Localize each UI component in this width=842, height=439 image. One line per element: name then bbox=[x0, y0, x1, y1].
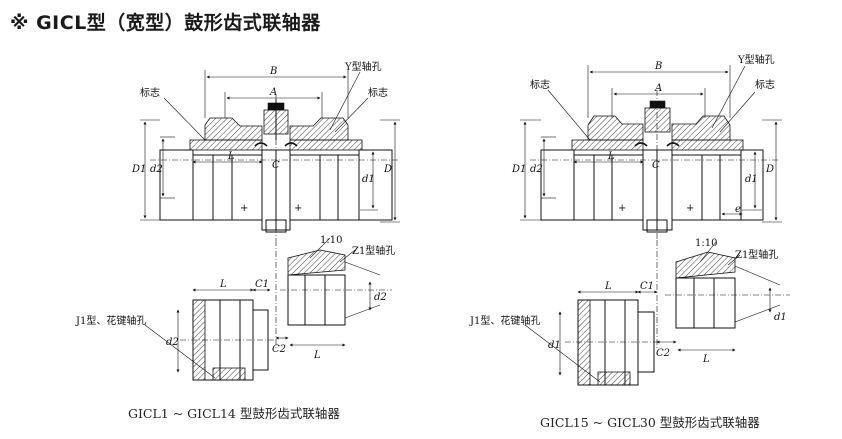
left-dim-L: L bbox=[227, 151, 235, 162]
page-title: ※ GICL型（宽型）鼓形齿式联轴器 bbox=[10, 12, 321, 34]
left-dim-L-z: L bbox=[313, 350, 321, 361]
left-taper-label: 1:10 bbox=[320, 235, 342, 246]
right-dim-A: A bbox=[654, 83, 662, 94]
left-dim-B: B bbox=[269, 66, 277, 77]
right-dim-d1-small: d1 bbox=[548, 340, 561, 351]
left-j1-bore-label: J1型、花键轴孔 bbox=[75, 314, 146, 327]
left-dim-A: A bbox=[269, 87, 277, 98]
right-dim-d1-z: d1 bbox=[774, 312, 787, 323]
right-dim-B: B bbox=[654, 61, 662, 72]
right-j1-bore-label: J1型、花键轴孔 bbox=[469, 314, 540, 327]
right-coupling-drawing: + + bbox=[520, 65, 790, 386]
svg-text:+: + bbox=[686, 203, 694, 214]
right-dim-C1: C1 bbox=[640, 281, 654, 292]
left-dim-D1: D1 bbox=[131, 164, 146, 175]
left-y-bore-label: Y型轴孔 bbox=[344, 60, 382, 73]
left-coupling-drawing: + + bbox=[140, 70, 400, 381]
left-dim-d2-z: d2 bbox=[374, 292, 387, 303]
right-dim-D1: D1 bbox=[511, 164, 526, 175]
right-z1-bore-label: Z1型轴孔 bbox=[735, 248, 778, 261]
left-dim-C: C bbox=[272, 160, 280, 171]
left-caption: GICL1 ~ GICL14 型鼓形齿式联轴器 bbox=[128, 406, 340, 421]
right-dim-L-small: L bbox=[604, 281, 612, 292]
right-mark-label: 标志 bbox=[530, 78, 550, 91]
right-dim-C: C bbox=[652, 160, 660, 171]
right-taper-label: 1:10 bbox=[695, 238, 717, 249]
right-dim-D: D bbox=[765, 164, 774, 175]
right-dim-d1: d1 bbox=[745, 174, 758, 185]
right-dim-e: e bbox=[735, 204, 741, 215]
left-dim-d1: d1 bbox=[362, 174, 375, 185]
right-mark-right-label: 标志 bbox=[755, 78, 775, 91]
right-dim-L: L bbox=[607, 151, 615, 162]
right-dim-L-z: L bbox=[702, 354, 710, 365]
left-labels: B A Y型轴孔 标志 标志 L C D1 d2 d1 D 1:10 Z1型轴孔… bbox=[75, 60, 395, 361]
left-dim-L-small: L bbox=[219, 279, 227, 290]
left-mark-right-label: 标志 bbox=[368, 86, 388, 99]
left-mark-label: 标志 bbox=[140, 86, 160, 99]
left-dim-d2-small: d2 bbox=[166, 337, 179, 348]
right-labels: B A Y型轴孔 标志 标志 L C D1 d2 d1 D e 1:10 Z1型… bbox=[469, 53, 787, 365]
right-caption: GICL15 ~ GICL30 型鼓形齿式联轴器 bbox=[540, 415, 760, 430]
right-dim-C2: C2 bbox=[656, 348, 670, 359]
left-dim-d2: d2 bbox=[150, 164, 163, 175]
left-z1-bore-label: Z1型轴孔 bbox=[352, 244, 395, 257]
left-dim-D: D bbox=[383, 164, 392, 175]
svg-text:+: + bbox=[618, 203, 626, 214]
right-dim-d2: d2 bbox=[530, 164, 543, 175]
svg-text:+: + bbox=[240, 203, 248, 214]
left-dim-C2: C2 bbox=[272, 344, 286, 355]
right-y-bore-label: Y型轴孔 bbox=[737, 53, 775, 66]
svg-text:+: + bbox=[294, 203, 302, 214]
left-dim-C1: C1 bbox=[255, 279, 269, 290]
